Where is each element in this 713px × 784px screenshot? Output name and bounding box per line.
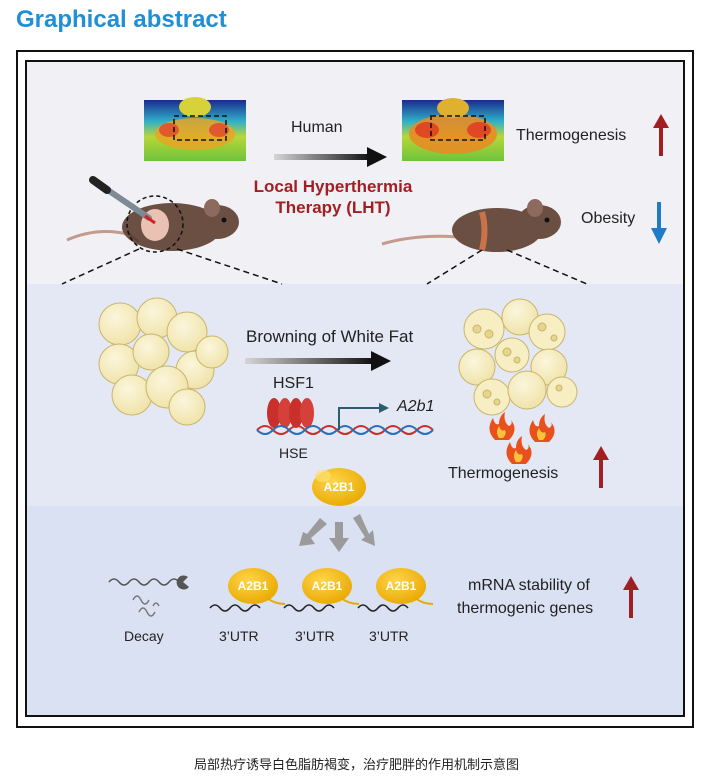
beige-fat-cells: [458, 298, 578, 416]
thermal-image-before: [144, 97, 246, 161]
mrna-stability-line1: mRNA stability of: [468, 577, 590, 594]
bottom-panel-background: [27, 506, 683, 715]
obesity-label: Obesity: [581, 210, 636, 227]
dna-helix: [256, 425, 434, 435]
a2b1-bound-label-3: A2B1: [385, 579, 417, 593]
a2b1-mrna-complex-1: [209, 568, 286, 612]
browning-label: Browning of White Fat: [246, 327, 414, 346]
thermogenesis-up-arrow-icon: [653, 114, 669, 156]
mrna-stability-line2: thermogenic genes: [457, 600, 594, 617]
thermal-image-after: [402, 98, 504, 161]
human-arrow: [274, 147, 387, 167]
a2b1-mrna-complex-3: [357, 568, 434, 612]
lht-title-line2: Therapy (LHT): [275, 198, 391, 217]
utr-label-3: 3’UTR: [369, 628, 409, 644]
a2b1-mrna-complex-2: [283, 568, 360, 612]
abstract-inner-frame: Human Local Hyperthermia Therapy (LHT) T…: [25, 60, 685, 717]
a2b1-protein-label: A2B1: [323, 480, 355, 494]
transcription-start-arrow: [338, 403, 389, 430]
mrna-stability-up-arrow-icon: [623, 576, 639, 618]
utr-label-1: 3’UTR: [219, 628, 259, 644]
gray-fan-arrows: [299, 514, 375, 552]
decaying-mrna: [108, 575, 189, 617]
white-fat-cells: [98, 297, 229, 426]
figure-caption: 局部热疗诱导白色脂肪褐变，治疗肥胖的作用机制示意图: [193, 757, 519, 772]
thermogenesis-label-top: Thermogenesis: [516, 127, 627, 144]
human-label: Human: [291, 119, 343, 136]
utr-label-2: 3’UTR: [295, 628, 335, 644]
abstract-illustration: [61, 97, 669, 618]
lht-title-line1: Local Hyperthermia: [253, 177, 413, 196]
top-panel-background: [27, 62, 683, 284]
mouse-after-treatment: [381, 199, 561, 252]
graphical-abstract-title: Graphical abstract: [16, 6, 227, 33]
a2b1-bound-label-1: A2B1: [237, 579, 269, 593]
middle-thermogenesis-up-arrow-icon: [593, 446, 609, 488]
hsf1-protein-icon: [267, 398, 314, 428]
decay-label: Decay: [124, 628, 164, 644]
a2b1-bound-label-2: A2B1: [311, 579, 343, 593]
thermogenesis-label-middle: Thermogenesis: [448, 465, 559, 482]
hsf1-label: HSF1: [273, 375, 314, 392]
hse-label: HSE: [279, 445, 308, 461]
lht-title: Local Hyperthermia Therapy (LHT): [222, 176, 444, 218]
mouse-with-probe: [66, 176, 239, 253]
flame-icons: [489, 412, 555, 464]
a2b1-protein-icon: [312, 468, 366, 506]
browning-arrow: [245, 351, 391, 371]
a2b1-gene-label: A2b1: [397, 398, 435, 415]
obesity-down-arrow-icon: [651, 202, 667, 244]
